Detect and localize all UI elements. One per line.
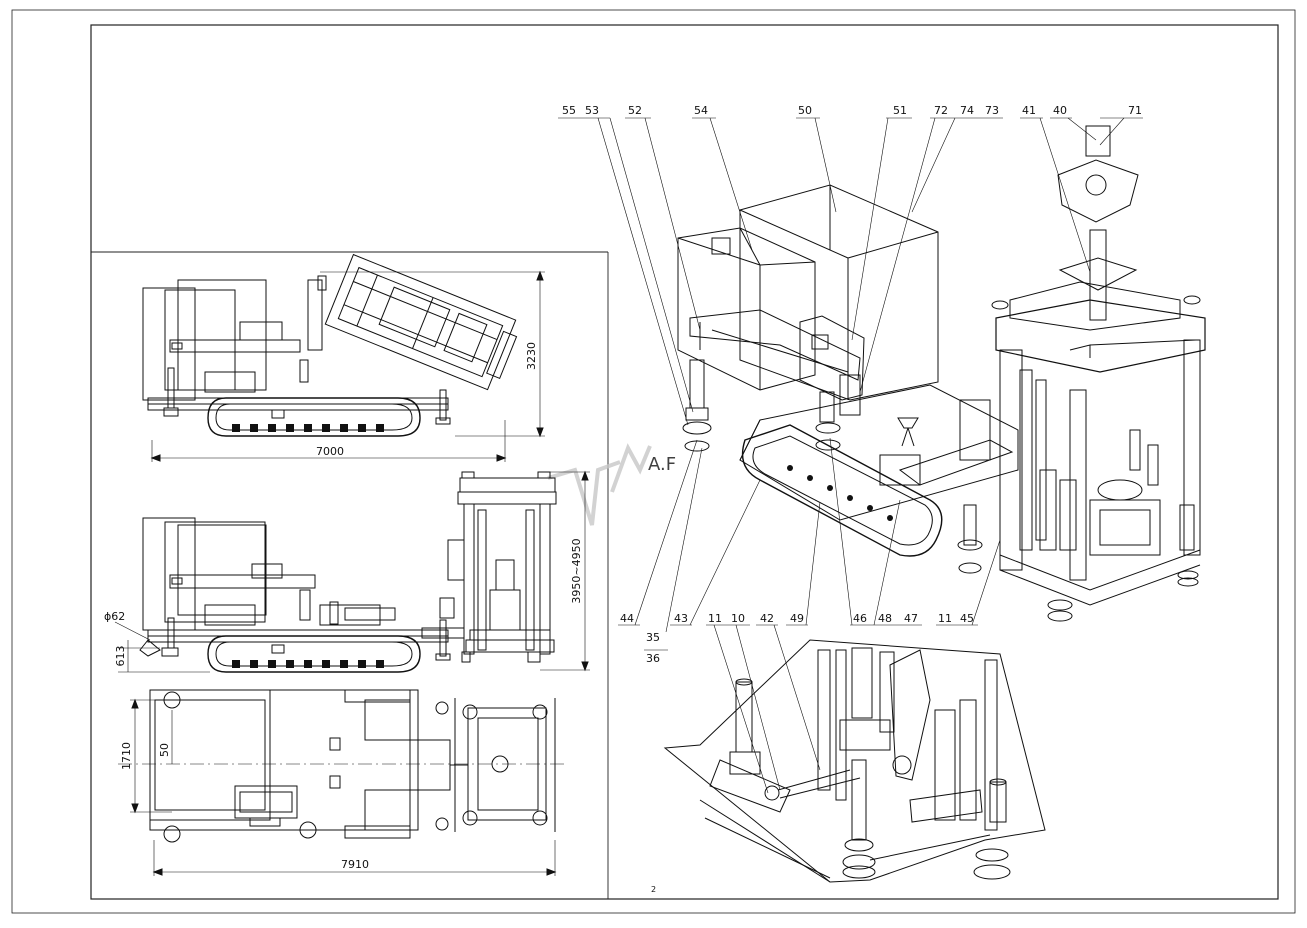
page-number: 2 [651,885,656,894]
dim-plan-offset: 50 [158,743,171,757]
side-view-drawing [142,253,545,462]
callout-11-left: 11 [708,612,722,625]
callout-43: 43 [674,612,688,625]
callout-52: 52 [628,104,642,117]
callout-53: 53 [585,104,599,117]
dim-leg-height: 613 [114,646,127,667]
svg-text:A.F: A.F [648,454,676,475]
callout-46: 46 [853,612,867,625]
callout-44: 44 [620,612,634,625]
callout-36: 36 [646,652,660,665]
callout-72: 72 [934,104,948,117]
callout-51: 51 [893,104,907,117]
callout-35: 35 [646,631,660,644]
callout-74: 74 [960,104,974,117]
callout-40: 40 [1053,104,1067,117]
callout-48: 48 [878,612,892,625]
callout-49: 49 [790,612,804,625]
callout-41: 41 [1022,104,1036,117]
callout-45: 45 [960,612,974,625]
watermark-logo: A.F [547,443,676,526]
dim-plan-width: 1710 [120,742,133,770]
side-view-upright-drawing [114,470,590,673]
dim-plan-length: 7910 [341,858,369,871]
callout-labels: 55 53 52 54 50 51 72 74 73 41 40 71 44 3… [562,104,1142,665]
dim-side-length: 7000 [316,445,344,458]
callout-50: 50 [798,104,812,117]
dim-mast-height: 3950~4950 [570,538,583,603]
callout-11-right: 11 [938,612,952,625]
sheet-frame [11,9,1296,914]
callout-71: 71 [1128,104,1142,117]
callout-42: 42 [760,612,774,625]
callout-73: 73 [985,104,999,117]
callout-47: 47 [904,612,918,625]
callout-10: 10 [731,612,745,625]
detail-view-drawing [663,639,1046,883]
isometric-view-drawing [677,125,1206,622]
callout-55: 55 [562,104,576,117]
plan-view-drawing [118,689,565,876]
callout-54: 54 [694,104,708,117]
dim-side-height: 3230 [525,342,538,370]
dim-leg-diameter: ϕ62 [104,610,125,623]
callout-leaders [558,117,1143,794]
